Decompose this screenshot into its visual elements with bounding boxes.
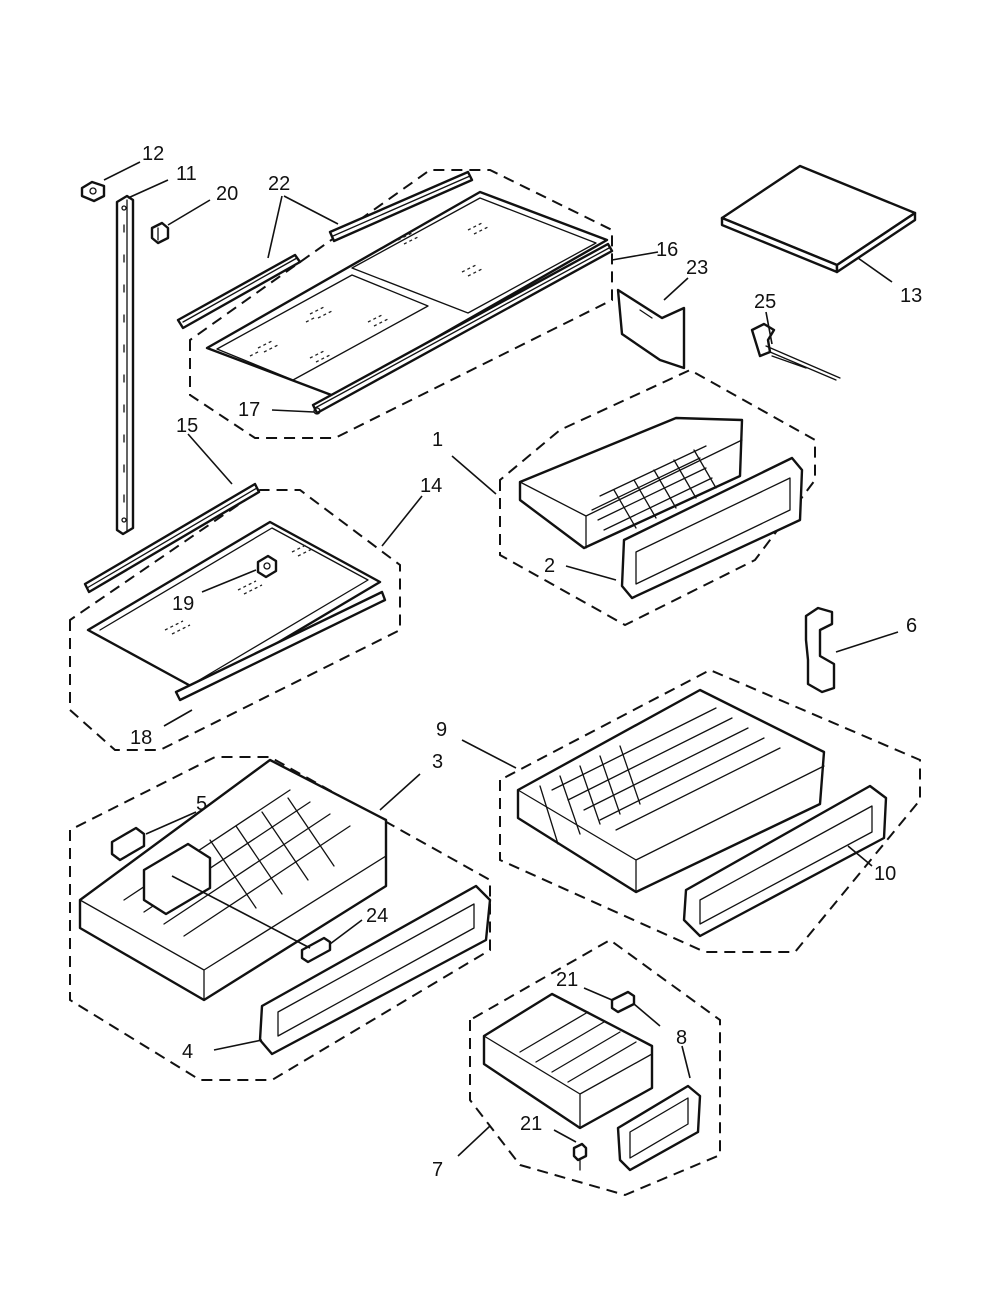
small-pan-group-outline bbox=[469, 938, 721, 1197]
upper-shelf-part bbox=[205, 190, 614, 415]
callout-1: 1 bbox=[432, 429, 443, 451]
screw-part bbox=[150, 221, 170, 245]
callout-16: 16 bbox=[656, 239, 678, 261]
leader-23 bbox=[663, 277, 689, 301]
callout-10: 10 bbox=[874, 863, 896, 885]
lower-left-pan-group-outline bbox=[69, 756, 491, 1081]
right-pan-group-outline bbox=[499, 668, 921, 953]
leader-lines bbox=[103, 161, 899, 1157]
leader-1 bbox=[451, 455, 497, 495]
large-pan-lower-left-part bbox=[78, 758, 388, 1002]
control-slide-part bbox=[300, 936, 332, 964]
callout-20: 20 bbox=[216, 183, 238, 205]
leader-25 bbox=[765, 311, 773, 345]
callout-11: 11 bbox=[176, 163, 197, 185]
callout-24: 24 bbox=[366, 905, 388, 927]
control-knob-part bbox=[110, 826, 146, 862]
small-pan-front-part bbox=[616, 1084, 702, 1172]
callout-5: 5 bbox=[196, 793, 207, 815]
lower-shelf-part bbox=[86, 520, 387, 702]
callout-12: 12 bbox=[142, 143, 164, 165]
leader-13 bbox=[857, 257, 893, 283]
callout-25: 25 bbox=[754, 291, 776, 313]
divider-part bbox=[616, 288, 686, 370]
crisper-cover-upper-right-part bbox=[620, 456, 804, 600]
callout-3: 3 bbox=[432, 751, 443, 773]
lower-shelf-rail-part bbox=[83, 482, 261, 594]
pan-slide-part bbox=[610, 990, 636, 1014]
callout-7: 7 bbox=[432, 1159, 443, 1181]
callout-14: 14 bbox=[420, 475, 442, 497]
leader-10 bbox=[847, 845, 873, 867]
leader-22b bbox=[283, 195, 339, 225]
leader-6 bbox=[835, 631, 899, 653]
callout-23: 23 bbox=[686, 257, 708, 279]
pan-front-right-part bbox=[682, 784, 888, 938]
leader-14 bbox=[381, 495, 423, 547]
leader-7 bbox=[457, 1125, 491, 1157]
upper-right-pan-group-outline bbox=[499, 368, 816, 627]
callout-labels: 12 11 20 22 16 23 13 25 17 15 14 1 2 19 … bbox=[130, 143, 922, 1181]
callout-15: 15 bbox=[176, 415, 198, 437]
callout-21-bottom: 21 bbox=[520, 1113, 542, 1135]
leader-22a bbox=[267, 195, 283, 259]
leader-4 bbox=[213, 1039, 263, 1051]
leader-17 bbox=[271, 409, 315, 413]
shelf-standard-part bbox=[115, 194, 135, 536]
callout-9: 9 bbox=[436, 719, 447, 741]
clip-part bbox=[750, 322, 841, 381]
callout-4: 4 bbox=[182, 1041, 193, 1063]
upper-shelf-trim-part bbox=[313, 407, 321, 415]
callout-13: 13 bbox=[900, 285, 922, 307]
leader-24 bbox=[329, 919, 363, 945]
leader-24-housing bbox=[171, 875, 311, 949]
leader-12 bbox=[103, 161, 141, 181]
callout-22: 22 bbox=[268, 173, 290, 195]
leader-21a-ext bbox=[633, 1003, 661, 1027]
leader-19 bbox=[201, 569, 257, 593]
glass-shelf-part bbox=[720, 164, 917, 274]
callout-19: 19 bbox=[172, 593, 194, 615]
leader-15 bbox=[187, 433, 233, 485]
leader-8 bbox=[681, 1045, 691, 1079]
leader-5 bbox=[145, 811, 197, 835]
upper-shelf-group-outline bbox=[189, 169, 613, 439]
callout-8: 8 bbox=[676, 1027, 687, 1049]
leader-16 bbox=[611, 251, 659, 261]
leader-21b bbox=[553, 1129, 577, 1143]
cap-part bbox=[80, 180, 106, 203]
large-pan-right-part bbox=[516, 688, 826, 894]
callout-21-top: 21 bbox=[556, 969, 578, 991]
bracket-part bbox=[804, 606, 836, 694]
small-pan-part bbox=[482, 992, 654, 1130]
leader-20 bbox=[167, 199, 211, 226]
pan-screw-part bbox=[572, 1142, 588, 1171]
upper-shelf-rails-part bbox=[176, 170, 474, 330]
leader-9 bbox=[461, 739, 517, 769]
callout-18: 18 bbox=[130, 727, 152, 749]
shelf-stop-part bbox=[256, 554, 278, 579]
leader-3 bbox=[379, 773, 421, 811]
callout-2: 2 bbox=[544, 555, 555, 577]
lower-shelf-group-outline bbox=[69, 489, 401, 751]
crisper-pan-upper-right-part bbox=[518, 416, 744, 550]
leader-11 bbox=[127, 179, 169, 199]
callout-6: 6 bbox=[906, 615, 917, 637]
leader-2 bbox=[565, 565, 617, 581]
leader-21a bbox=[583, 987, 613, 1001]
callout-17: 17 bbox=[238, 399, 260, 421]
leader-18 bbox=[163, 709, 193, 727]
